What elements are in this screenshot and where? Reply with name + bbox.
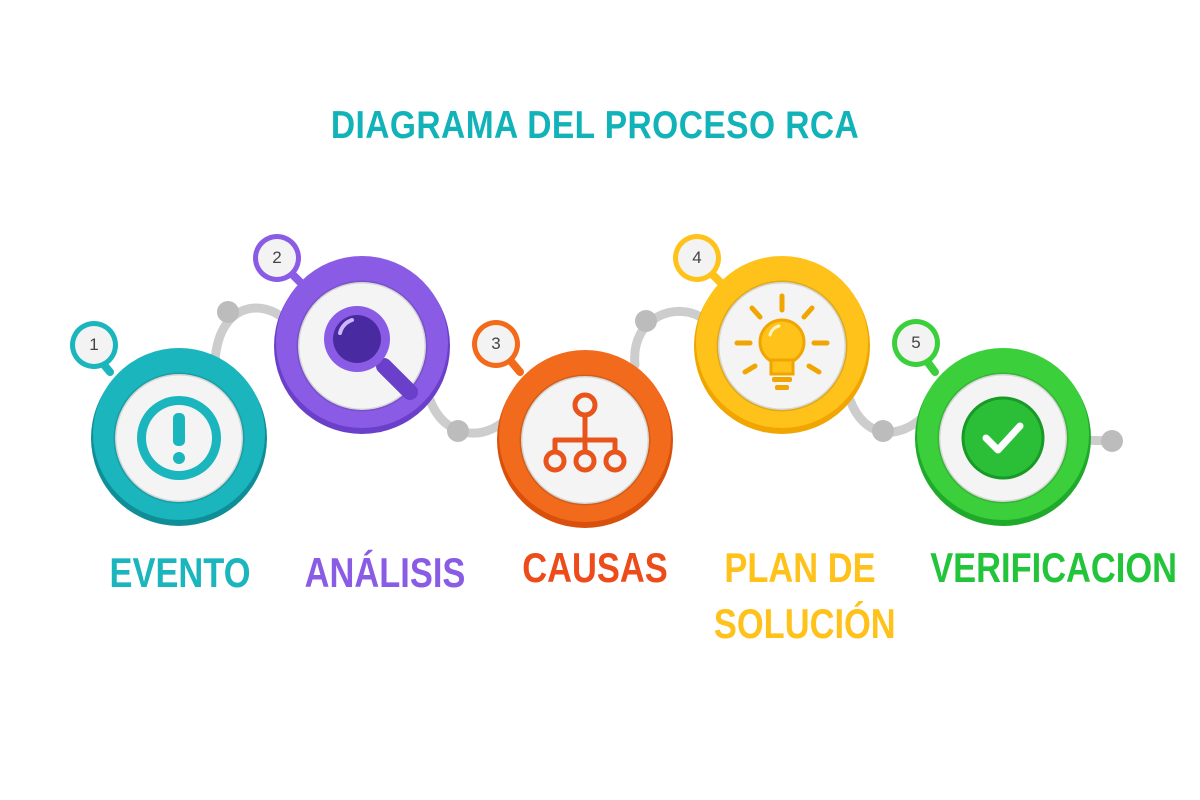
step-label-4: PLAN DE SOLUCIÓN [713, 540, 896, 652]
step-number-5: 5 [911, 333, 921, 352]
lightbulb-icon [734, 293, 830, 390]
step-number-1: 1 [89, 335, 99, 354]
connector-dot-4-5 [872, 420, 894, 442]
step-number-2: 2 [272, 248, 282, 267]
step-label-2: ANÁLISIS [299, 545, 471, 601]
step-label-4-line1: PLAN DE [724, 544, 876, 591]
step-label-3: CAUSAS [513, 540, 677, 596]
step-number-3: 3 [491, 334, 501, 353]
step-label-5: VERIFICACION [930, 540, 1177, 596]
diagram-title: DIAGRAMA DEL PROCESO RCA [330, 104, 860, 147]
step-number-4: 4 [692, 248, 702, 267]
step-label-5-line1: VERIFICACION [930, 544, 1178, 591]
checkmark-icon [961, 396, 1045, 480]
magnifier-icon [324, 306, 418, 400]
step-label-1: EVENTO [98, 545, 262, 601]
connector-1-2 [210, 303, 290, 365]
step-label-3-line1: CAUSAS [522, 544, 668, 591]
hierarchy-icon [543, 392, 627, 473]
connector-dot-1-2 [217, 301, 239, 323]
exclamation-icon [137, 396, 221, 480]
connector-dot-2-3 [447, 420, 469, 442]
step-label-4-line2: SOLUCIÓN [713, 600, 896, 647]
connector-3-4 [630, 307, 710, 370]
connector-dot-end [1101, 430, 1123, 452]
connector-dot-3-4 [635, 310, 657, 332]
step-label-2-line1: ANÁLISIS [304, 549, 466, 596]
step-label-1-line1: EVENTO [109, 549, 251, 596]
